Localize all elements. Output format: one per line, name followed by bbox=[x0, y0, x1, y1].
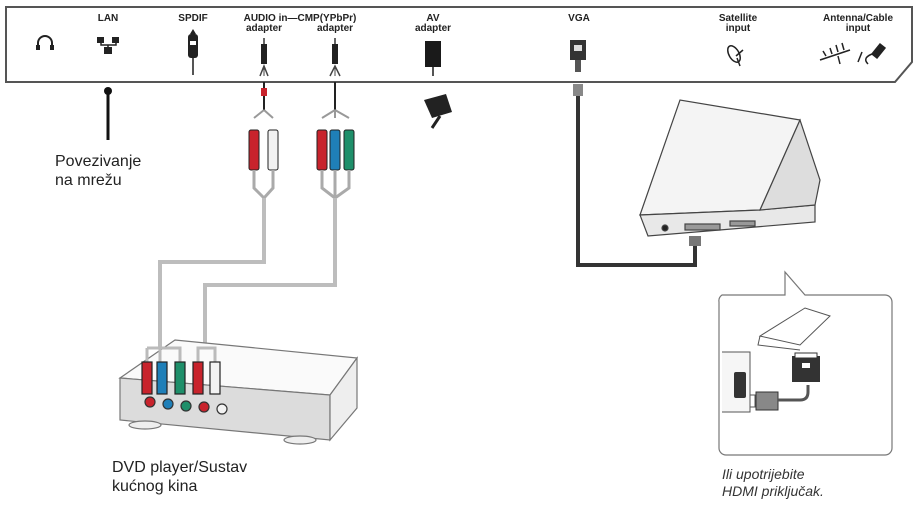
port-label-satellite: Satellite bbox=[718, 13, 758, 24]
caption-line: na mrežu bbox=[55, 172, 122, 189]
port-label-av: AV bbox=[426, 13, 440, 24]
port-label-vga: VGA bbox=[568, 13, 590, 24]
mini-jack-icon bbox=[329, 38, 341, 77]
port-label-cmp-adapter: adapter bbox=[316, 23, 354, 34]
av-adapter-icon bbox=[425, 41, 441, 76]
headphone-icon bbox=[36, 35, 54, 50]
spdif-plug-icon bbox=[188, 29, 198, 75]
tv-back-panel bbox=[5, 6, 913, 83]
vga-cable bbox=[573, 84, 701, 267]
hdmi-inset bbox=[718, 270, 893, 456]
component-cable bbox=[203, 82, 355, 348]
scart-plug bbox=[424, 94, 452, 129]
caption-line: Ili upotrijebite bbox=[722, 466, 805, 482]
caption-line: Povezivanje bbox=[55, 153, 142, 170]
port-label-antenna: Antenna/Cable bbox=[822, 13, 894, 24]
mini-jack-icon bbox=[259, 38, 269, 77]
port-label-audio-cmp: AUDIO in—CMP(YPbPr) bbox=[243, 13, 357, 24]
port-label-spdif: SPDIF bbox=[178, 13, 208, 24]
caption-line: DVD player/Sustav bbox=[112, 459, 248, 476]
port-sublabel-satellite: input bbox=[725, 23, 751, 34]
satellite-dish-icon bbox=[727, 45, 744, 67]
laptop bbox=[639, 99, 821, 237]
caption-network: Povezivanje na mrežu bbox=[55, 152, 141, 190]
caption-line: HDMI priključak. bbox=[722, 483, 824, 499]
port-label-lan: LAN bbox=[97, 13, 119, 24]
network-icon bbox=[97, 37, 119, 54]
caption-dvd: DVD player/Sustav kućnog kina bbox=[112, 458, 247, 496]
dvd-player bbox=[118, 339, 359, 445]
caption-line: kućnog kina bbox=[112, 478, 198, 495]
antenna-icon bbox=[819, 42, 887, 65]
lan-cable bbox=[104, 87, 112, 140]
vga-connector-icon bbox=[570, 40, 586, 72]
port-sublabel-av: adapter bbox=[414, 23, 452, 34]
port-label-audio-adapter: adapter bbox=[245, 23, 283, 34]
port-sublabel-antenna: input bbox=[845, 23, 871, 34]
caption-hdmi: Ili upotrijebite HDMI priključak. bbox=[722, 466, 824, 500]
audio-cable bbox=[158, 82, 279, 348]
